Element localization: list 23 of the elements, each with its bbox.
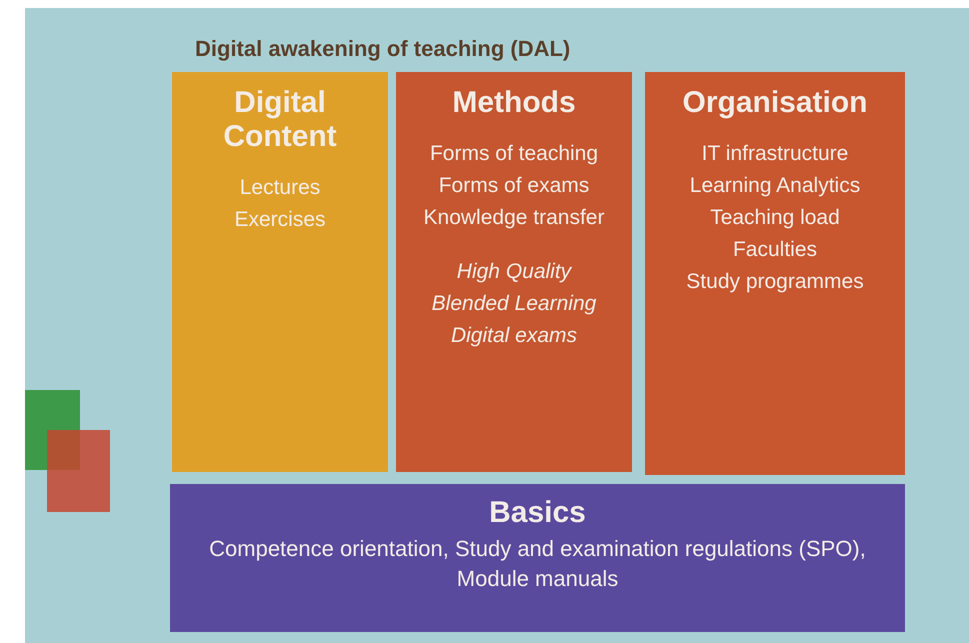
box-description: Competence orientation, Study and examination regulations (SPO), Module manuals	[208, 535, 867, 593]
list-item: Knowledge transfer	[424, 205, 604, 231]
box-heading: Organisation	[682, 86, 868, 120]
list-item: Forms of teaching	[430, 141, 598, 167]
list-item: Faculties	[732, 237, 818, 263]
list-item: IT infrastructure	[702, 141, 848, 167]
list-item: Study programmes	[686, 269, 864, 295]
list-item: Forms of exams	[438, 173, 590, 199]
box-heading: Methods	[452, 86, 576, 120]
list-item: Teaching load	[710, 205, 840, 231]
box-heading: Basics	[489, 496, 586, 530]
list-item: Lectures	[240, 175, 320, 201]
list-item: Exercises	[234, 207, 326, 233]
list-item: Learning Analytics	[690, 173, 860, 199]
list-item: Blended Learning	[432, 291, 596, 317]
methods-box	[396, 72, 632, 472]
slide-title: Digital awakening of teaching (DAL)	[195, 36, 570, 62]
organisation-box	[645, 72, 905, 475]
content-box	[172, 72, 388, 472]
basics-box	[170, 484, 905, 632]
box-heading: Digital Content	[222, 86, 338, 154]
list-item: High Quality	[456, 259, 572, 285]
list-item: Digital exams	[450, 323, 578, 349]
